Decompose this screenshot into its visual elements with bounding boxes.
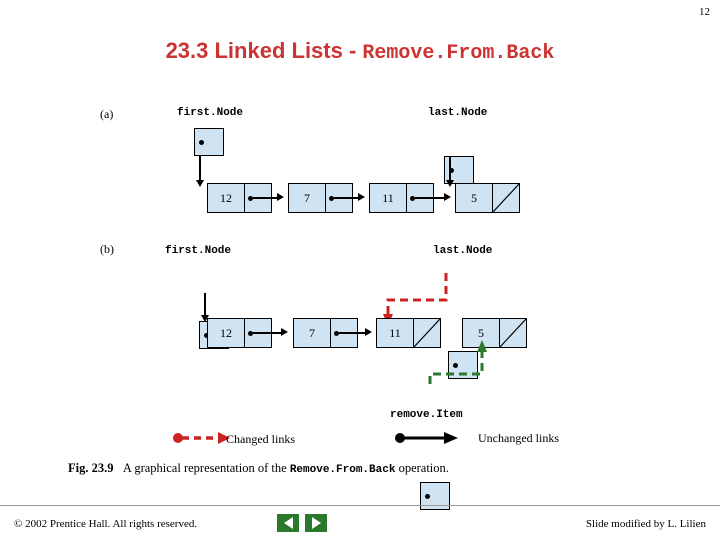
- node-pointer: [407, 184, 433, 212]
- pointer-dot-icon: [334, 331, 339, 336]
- null-slash-icon: [493, 184, 519, 212]
- figure-number: Fig. 23.9: [68, 461, 114, 475]
- part-b-lastnode-label: last.Node: [433, 245, 493, 257]
- node-pointer: [245, 319, 271, 347]
- node-pointer: [245, 184, 271, 212]
- part-a-label: (a): [100, 107, 114, 121]
- node-value: 11: [370, 184, 407, 212]
- node-value: 11: [377, 319, 414, 347]
- pointer-dot-icon: [204, 333, 209, 338]
- part-b-removeitem-link: [428, 340, 487, 384]
- part-b-link-0-head: [281, 328, 288, 336]
- part-a-link-1-head: [358, 193, 365, 201]
- legend-changed-link-icon: [173, 432, 230, 444]
- node-pointer: [326, 184, 352, 212]
- part-b-firstnode-arrow-head: [201, 315, 209, 322]
- legend-unchanged-links-label: Unchanged links: [478, 431, 559, 445]
- node-pointer: [331, 319, 357, 347]
- page-number: 12: [699, 6, 710, 18]
- footer-divider: [0, 505, 720, 541]
- triangle-left-icon: [283, 517, 293, 529]
- node-value: 12: [208, 319, 245, 347]
- pointer-dot-icon: [425, 494, 430, 499]
- node-value: 7: [289, 184, 326, 212]
- part-a-lastnode-arrow-head: [446, 180, 454, 187]
- page-title: 23.3 Linked Lists - Remove.From.Back: [0, 38, 720, 65]
- caption-text-after: operation.: [395, 461, 449, 475]
- next-slide-button[interactable]: [305, 514, 327, 532]
- caption-text-before: A graphical representation of the: [122, 461, 290, 475]
- part-a-link-0-head: [277, 193, 284, 201]
- copyright-text: © 2002 Prentice Hall. All rights reserve…: [14, 518, 198, 530]
- pointer-dot-icon: [449, 168, 454, 173]
- part-a-lastnode-arrow-shaft: [449, 156, 451, 182]
- part-b-label: (b): [100, 242, 114, 256]
- node-value: 5: [463, 319, 500, 347]
- part-a-link-2-shaft: [415, 197, 446, 199]
- pointer-dot-icon: [248, 331, 253, 336]
- part-a-firstnode-box: [194, 128, 224, 156]
- pointer-dot-icon: [453, 363, 458, 368]
- node-null-pointer: [500, 319, 526, 347]
- legend-changed-links-label: Changed links: [226, 432, 295, 446]
- pointer-dot-icon: [329, 196, 334, 201]
- node-value: 12: [208, 184, 245, 212]
- node-null-pointer: [493, 184, 519, 212]
- pointer-dot-icon: [410, 196, 415, 201]
- caption-mono: Remove.From.Back: [289, 464, 396, 476]
- part-b-firstnode-arrow-shaft: [204, 293, 206, 317]
- part-b-link-0-shaft: [253, 332, 282, 334]
- pointer-dot-icon: [199, 140, 204, 145]
- node-value: 5: [456, 184, 493, 212]
- part-a-node-3: 5: [455, 183, 520, 213]
- null-slash-icon: [414, 319, 440, 347]
- part-b-node-3: 5: [462, 318, 527, 348]
- null-slash-icon: [500, 319, 526, 347]
- part-a-link-1-shaft: [334, 197, 360, 199]
- part-b-firstnode-label: first.Node: [165, 245, 232, 257]
- legend-unchanged-link-icon: [395, 432, 458, 444]
- page-title-prefix: 23.3 Linked Lists -: [165, 38, 363, 63]
- part-a-link-0-shaft: [253, 197, 279, 199]
- part-a-lastnode-label: last.Node: [428, 107, 488, 119]
- part-a-node-0: 12: [207, 183, 272, 213]
- part-b-link-1-head: [365, 328, 372, 336]
- slide-credit-text: Slide modified by L. Lilien: [585, 518, 706, 530]
- part-a-firstnode-arrow-shaft: [199, 156, 201, 182]
- node-null-pointer: [414, 319, 440, 347]
- part-b-removeitem-label: remove.Item: [390, 409, 463, 421]
- part-a-link-2-head: [444, 193, 451, 201]
- part-b-link-1-shaft: [339, 332, 367, 334]
- pointer-dot-icon: [248, 196, 253, 201]
- part-a-firstnode-arrow-head: [196, 180, 204, 187]
- triangle-right-icon: [311, 517, 321, 529]
- prev-slide-button[interactable]: [277, 514, 299, 532]
- part-a-firstnode-label: first.Node: [177, 107, 244, 119]
- page-title-mono: Remove.From.Back: [362, 42, 555, 65]
- figure-caption: Fig. 23.9 A graphical representation of …: [68, 461, 688, 476]
- node-value: 7: [294, 319, 331, 347]
- part-b-node-2: 11: [376, 318, 441, 348]
